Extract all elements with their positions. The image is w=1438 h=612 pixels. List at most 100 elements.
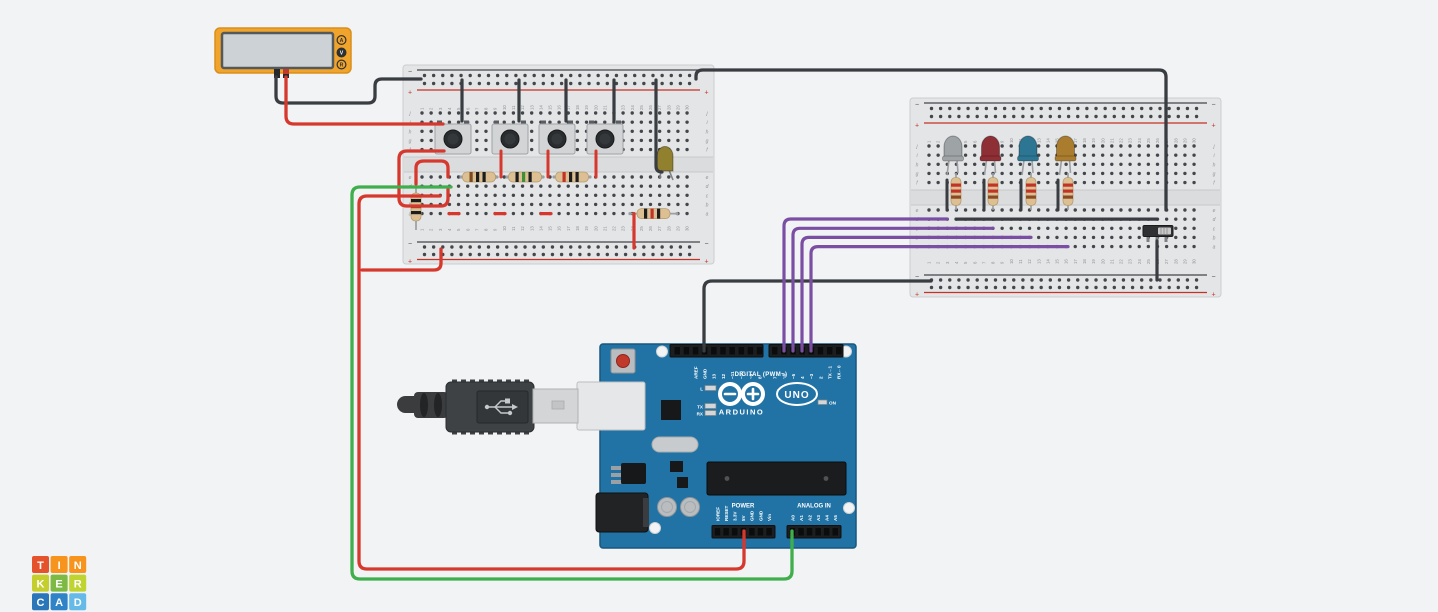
header-pin[interactable] xyxy=(798,528,804,536)
positive-rail-wire[interactable] xyxy=(360,247,443,272)
pin4-wire[interactable] xyxy=(800,235,1033,353)
bb-column-label: 4 xyxy=(447,228,452,231)
rail-symbol: − xyxy=(915,102,919,109)
logo-letter: C xyxy=(37,597,45,609)
header-pin[interactable] xyxy=(817,347,824,355)
pin5-wire[interactable] xyxy=(791,226,995,353)
header-pin[interactable] xyxy=(714,528,721,536)
header-pin[interactable] xyxy=(674,347,681,355)
bb-column-label: 28 xyxy=(666,226,671,231)
header-pin[interactable] xyxy=(683,347,690,355)
led-4[interactable] xyxy=(1054,135,1077,176)
bb-column-label: 1 xyxy=(420,228,425,231)
header-pin[interactable] xyxy=(756,347,763,355)
multimeter[interactable]: AVR xyxy=(214,27,352,78)
bb-row-label: a xyxy=(409,212,412,218)
header-pin[interactable] xyxy=(815,528,821,536)
transistor-leg xyxy=(611,466,621,470)
resistor[interactable] xyxy=(459,171,499,183)
bb-row-label: i xyxy=(1213,153,1215,159)
multimeter-mode-A[interactable]: A xyxy=(336,34,347,45)
gnd-wire[interactable] xyxy=(702,279,933,353)
resistor[interactable] xyxy=(1062,173,1074,210)
bb-column-label: 7 xyxy=(474,107,479,110)
led-3[interactable] xyxy=(1017,135,1039,176)
bb-row-label: d xyxy=(1213,217,1216,223)
bb-row-label: j xyxy=(705,111,708,117)
resistor[interactable] xyxy=(628,208,679,220)
header-pin[interactable] xyxy=(832,528,839,536)
resistor[interactable] xyxy=(987,173,999,210)
usb-cable[interactable] xyxy=(397,379,579,435)
arduino-pin-label-~11: ~11 xyxy=(730,371,735,379)
resistor[interactable] xyxy=(950,173,962,210)
led-1[interactable] xyxy=(942,135,964,176)
reset-button[interactable] xyxy=(616,354,630,368)
bb-column-label: 21 xyxy=(602,226,607,231)
bb1-to-bb2-wire[interactable] xyxy=(694,68,1168,212)
header-pin[interactable] xyxy=(749,528,755,536)
bb-column-label: 6 xyxy=(465,228,470,231)
multimeter-mode-R[interactable]: R xyxy=(336,59,347,70)
usb-cable-ring xyxy=(420,393,428,417)
loop-wire-1[interactable] xyxy=(397,149,450,208)
bb-column-label: 16 xyxy=(557,105,562,110)
resistor[interactable] xyxy=(552,171,592,183)
multimeter-negative-lead[interactable] xyxy=(274,75,423,105)
header-pin[interactable] xyxy=(729,347,735,355)
bb-column-label: 20 xyxy=(1100,259,1105,264)
header-pin[interactable] xyxy=(731,528,738,536)
header-pin[interactable] xyxy=(766,528,772,536)
slide-switch[interactable] xyxy=(1142,225,1174,243)
pin6-wire[interactable] xyxy=(782,217,949,353)
bb-column-label: 3 xyxy=(438,228,443,231)
loop-wire-2[interactable] xyxy=(414,159,450,186)
resistor[interactable] xyxy=(505,171,545,183)
arduino-pin-label-7: 7 xyxy=(773,376,778,379)
header-pin[interactable] xyxy=(757,528,764,536)
header-pin[interactable] xyxy=(711,347,717,355)
pushbutton-2[interactable] xyxy=(491,120,529,155)
led-2[interactable] xyxy=(979,135,1002,176)
phototransistor-gnd-wire[interactable] xyxy=(654,78,664,174)
usb-cable-ring xyxy=(434,393,442,417)
logo-letter: T xyxy=(37,560,44,572)
bb-column-label: 19 xyxy=(1091,259,1096,264)
bb-column-label: 26 xyxy=(1155,138,1160,143)
rail-symbol: + xyxy=(408,90,412,97)
header-pin[interactable] xyxy=(747,347,754,355)
header-pin[interactable] xyxy=(723,528,729,536)
header-pin[interactable] xyxy=(772,347,778,355)
pushbutton-3[interactable] xyxy=(538,120,576,155)
bb-column-label: 21 xyxy=(602,105,607,110)
circuit-components xyxy=(410,120,1174,243)
resistor[interactable] xyxy=(1025,173,1037,210)
header-pin[interactable] xyxy=(692,347,699,355)
header-pin[interactable] xyxy=(720,347,726,355)
pushbutton-4[interactable] xyxy=(586,120,624,155)
a0-wire[interactable] xyxy=(350,185,794,581)
arduino-pin-label-3.3V: 3.3V xyxy=(733,511,738,521)
header-pin[interactable] xyxy=(738,347,745,355)
arduino-pin-label-~9: ~9 xyxy=(748,373,753,379)
logo-tile-T xyxy=(32,556,49,573)
arduino-pin-label-A4: A4 xyxy=(825,515,830,521)
rail-symbol: − xyxy=(704,69,708,76)
header-pin[interactable] xyxy=(806,528,813,536)
pin3-wire[interactable] xyxy=(809,245,1070,353)
header-pin[interactable] xyxy=(823,528,830,536)
header-pin[interactable] xyxy=(826,347,833,355)
led-TX-label: TX xyxy=(697,405,704,410)
arduino-pin-label-GND: GND xyxy=(703,368,708,379)
uno-label: UNO xyxy=(784,390,809,401)
logo-tile-K xyxy=(32,574,49,592)
capacitor-ring xyxy=(684,501,696,513)
bb-row-label: f xyxy=(706,148,708,154)
multimeter-mode-V[interactable]: V xyxy=(336,47,347,58)
header-pin[interactable] xyxy=(836,347,842,355)
5v-wire[interactable] xyxy=(357,194,746,571)
multimeter-positive-lead[interactable] xyxy=(284,75,445,126)
digital-header-right[interactable] xyxy=(768,344,844,358)
usb-cable-neck[interactable] xyxy=(414,392,448,418)
